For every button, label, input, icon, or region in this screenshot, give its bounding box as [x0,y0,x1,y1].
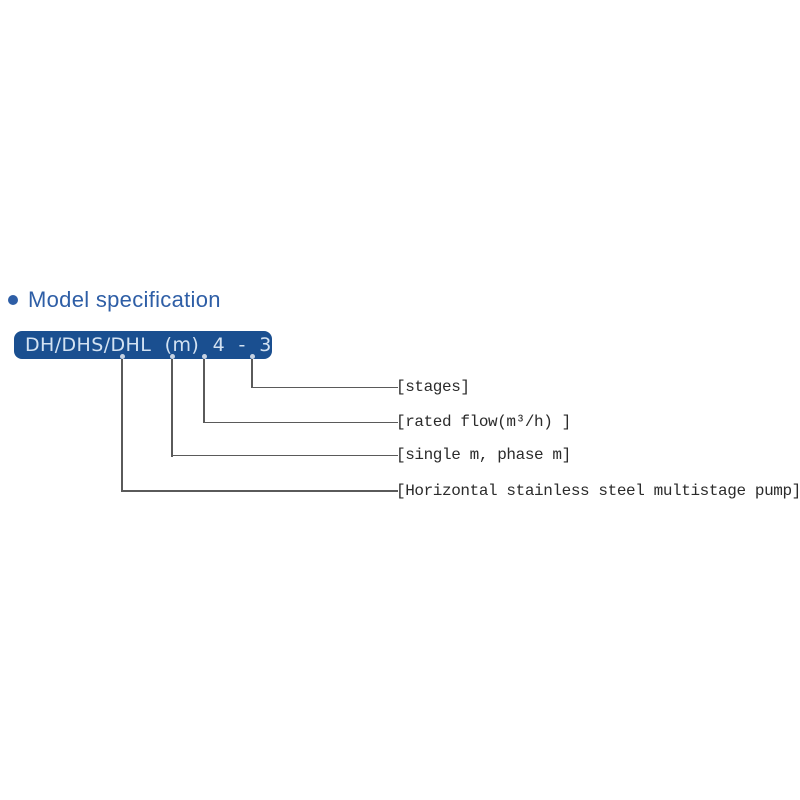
callout-label-rated-flow: [rated flow(m³/h) ] [396,413,571,431]
bullet-icon [8,295,18,305]
model-code-box: DH/DHS/DHL (m) 4 - 3 [14,331,272,359]
connector-dot [170,354,175,359]
callout-line-vertical-single-phase [171,359,173,457]
callout-line-vertical-rated-flow [203,359,205,423]
callout-label-pump-type: [Horizontal stainless steel multistage p… [396,482,800,500]
connector-dot [250,354,255,359]
callout-line-horizontal-rated-flow [203,421,398,423]
callout-line-horizontal-stages [251,386,398,388]
callout-line-horizontal-pump-type [121,490,398,492]
section-title: Model specification [28,287,221,312]
connector-dot [202,354,207,359]
callout-line-vertical-stages [251,359,253,388]
model-code-text: DH/DHS/DHL (m) 4 - 3 [25,334,272,356]
section-header: Model specification [8,287,221,313]
callout-label-stages: [stages] [396,378,470,396]
callout-label-single-phase: [single m, phase m] [396,446,571,464]
callout-line-horizontal-single-phase [171,454,398,456]
connector-dot [120,354,125,359]
callout-line-vertical-pump-type [121,359,123,492]
